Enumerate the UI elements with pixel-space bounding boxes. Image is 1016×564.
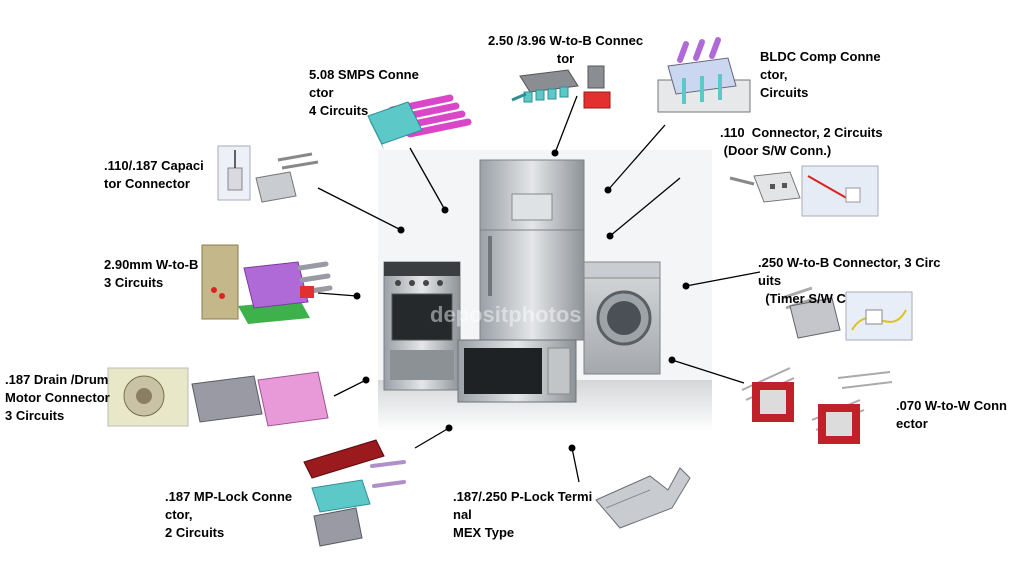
refrigerator-image (479, 159, 585, 341)
label-drain-motor-connector: .187 Drain /Drum Motor Connector 3 Circu… (5, 372, 110, 423)
mp-lock-connector-image (303, 439, 406, 547)
label-wtob-250-396-connector: 2.50 /3.96 W-to-B Connec tor (488, 33, 644, 66)
capacitor-connector-image (217, 145, 319, 203)
microwave-image (457, 339, 577, 403)
label-wtob-290-connector: 2.90mm W-to-B 3 Circuits (104, 257, 199, 290)
label-p-lock-terminal: .187/.250 P-Lock Termi nal MEX Type (453, 489, 593, 540)
connector-endpoints (353, 149, 690, 452)
drain-motor-connector-image (107, 367, 329, 427)
label-door-sw-connector: .110 Connector, 2 Circuits (Door S/W Con… (720, 125, 883, 158)
wtob-290-connector-image (201, 244, 333, 324)
label-mp-lock-connector: .187 MP-Lock Conne ctor, 2 Circuits (165, 489, 293, 540)
washing-machine-image (583, 261, 661, 375)
label-timer-sw-connector: .250 W-to-B Connector, 3 Circ uits (Time… (758, 255, 941, 306)
label-bldc-connector: BLDC Comp Conne ctor, Circuits (760, 49, 881, 100)
watermark-text: depositphotos (430, 302, 582, 327)
wtob-250-396-connector-image (511, 65, 611, 109)
label-smps-connector: 5.08 SMPS Conne ctor 4 Circuits (309, 67, 419, 118)
bldc-connector-image (657, 37, 751, 113)
wtow-070-connector-image (741, 367, 893, 444)
timer-sw-connector-image (781, 286, 913, 341)
label-capacitor-connector: .110/.187 Capaci tor Connector (104, 158, 204, 191)
smps-connector-image (367, 94, 472, 150)
stove-image (383, 261, 461, 391)
connector-lines (317, 95, 761, 483)
label-wtow-070-connector: .070 W-to-W Conn ector (896, 398, 1007, 431)
door-sw-connector-image (729, 165, 879, 217)
p-lock-terminal-image (595, 467, 691, 529)
